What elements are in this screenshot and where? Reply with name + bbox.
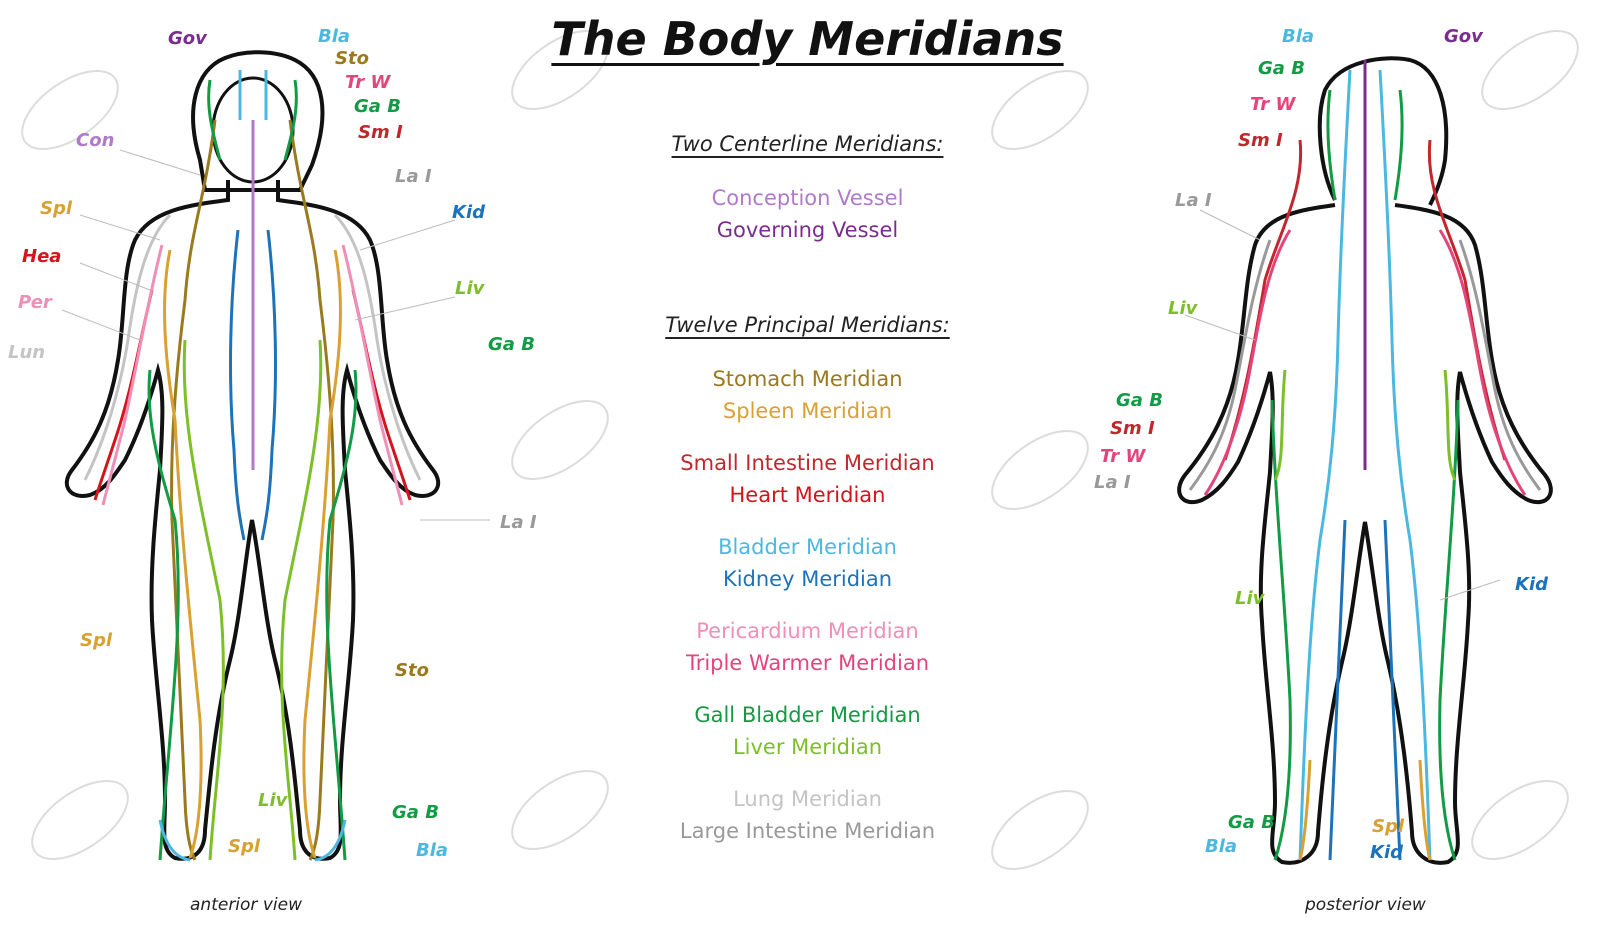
anterior-meridian-tag: Lun [8, 342, 45, 363]
posterior-meridian-tag: La I [1175, 190, 1212, 211]
posterior-meridian-tag: Liv [1168, 298, 1197, 319]
legend-item-centerline: Governing Vessel [0, 218, 1615, 242]
legend-item-principal: Bladder Meridian [0, 535, 1615, 559]
posterior-meridian-tag: Spl [1372, 816, 1404, 837]
posterior-meridian-tag: Liv [1235, 588, 1264, 609]
anterior-meridian-tag: Per [18, 292, 52, 313]
posterior-meridian-tag: Sm I [1238, 130, 1283, 151]
anterior-meridian-tag: Liv [455, 278, 484, 299]
legend-item-principal: Triple Warmer Meridian [0, 651, 1615, 675]
posterior-meridian-tag: Tr W [1250, 94, 1295, 115]
anterior-meridian-tag: Liv [258, 790, 287, 811]
posterior-meridian-tag: Bla [1205, 836, 1237, 857]
anterior-meridian-tag: Spl [228, 836, 260, 857]
posterior-meridian-tag: Tr W [1100, 446, 1145, 467]
anterior-meridian-tag: La I [395, 166, 432, 187]
anterior-meridian-tag: Kid [452, 202, 485, 223]
anterior-meridian-tag: Ga B [392, 802, 439, 823]
anterior-meridian-tag: La I [500, 512, 537, 533]
posterior-view-caption: posterior view [1305, 895, 1426, 915]
anterior-meridian-tag: Con [76, 130, 114, 151]
posterior-meridian-tag: Kid [1515, 574, 1548, 595]
posterior-meridian-tag: Ga B [1116, 390, 1163, 411]
legend-item-principal: Kidney Meridian [0, 567, 1615, 591]
posterior-meridian-tag: Bla [1282, 26, 1314, 47]
legend-item-principal: Lung Meridian [0, 787, 1615, 811]
legend-item-principal: Gall Bladder Meridian [0, 703, 1615, 727]
anterior-meridian-tag: Sto [395, 660, 429, 681]
anterior-meridian-tag: Ga B [354, 96, 401, 117]
diagram-title: The Body Meridians [0, 12, 1615, 66]
legend-item-principal: Small Intestine Meridian [0, 451, 1615, 475]
anterior-meridian-tag: Sm I [358, 122, 403, 143]
anterior-meridian-tag: Bla [318, 26, 350, 47]
legend-item-principal: Pericardium Meridian [0, 619, 1615, 643]
anterior-meridian-tag: Spl [40, 198, 72, 219]
posterior-meridian-tag: La I [1094, 472, 1131, 493]
anterior-meridian-tag: Tr W [345, 72, 390, 93]
legend-item-principal: Spleen Meridian [0, 399, 1615, 423]
posterior-meridian-tag: Sm I [1110, 418, 1155, 439]
legend-item-centerline: Conception Vessel [0, 186, 1615, 210]
posterior-meridian-tag: Ga B [1258, 58, 1305, 79]
posterior-meridian-tag: Ga B [1228, 812, 1275, 833]
posterior-meridian-tag: Kid [1370, 842, 1403, 863]
anterior-meridian-tag: Spl [80, 630, 112, 651]
posterior-meridian-tag: Gov [1444, 26, 1483, 47]
centerline-heading: Two Centerline Meridians: [0, 132, 1615, 156]
legend-item-principal: Liver Meridian [0, 735, 1615, 759]
anterior-meridian-tag: Gov [168, 28, 207, 49]
anterior-meridian-tag: Hea [22, 246, 61, 267]
legend-item-principal: Stomach Meridian [0, 367, 1615, 391]
anterior-meridian-tag: Ga B [488, 334, 535, 355]
anterior-meridian-tag: Bla [416, 840, 448, 861]
anterior-view-caption: anterior view [190, 895, 302, 915]
principal-heading: Twelve Principal Meridians: [0, 313, 1615, 337]
legend-item-principal: Heart Meridian [0, 483, 1615, 507]
anterior-meridian-tag: Sto [335, 48, 369, 69]
